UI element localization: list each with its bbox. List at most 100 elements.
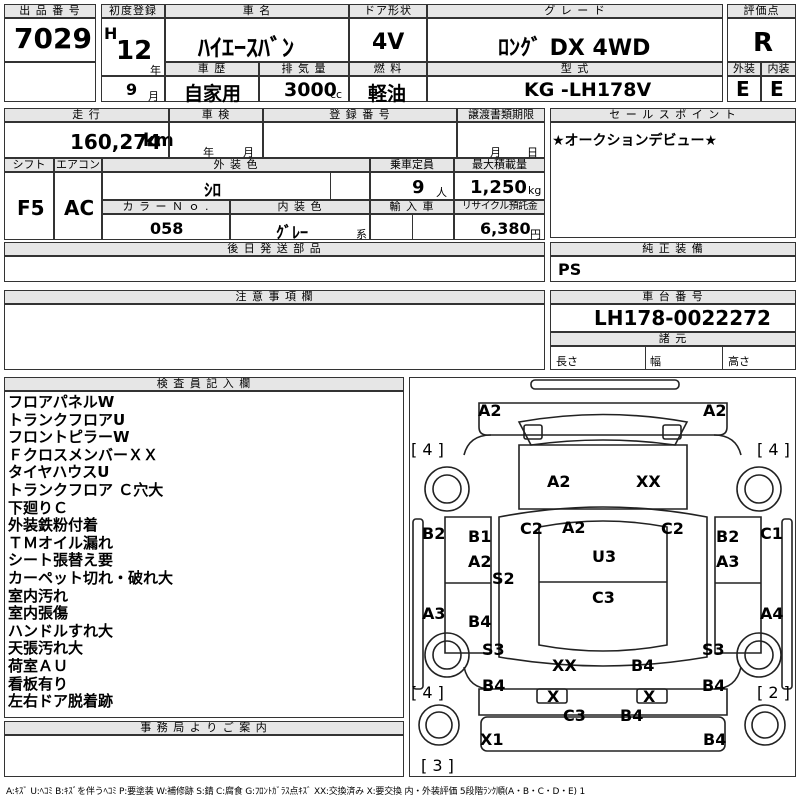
interior-grade: E	[770, 77, 784, 101]
rear-lamp-right-shape	[636, 688, 668, 704]
ext-color-subbox	[330, 172, 370, 200]
rear-body-shape	[478, 688, 728, 716]
side-number-right-bottom: [ 2 ]	[757, 683, 790, 702]
inspector-line: 下廻りＣ	[8, 498, 69, 517]
salespoint-label: セ ー ル ス ポ イ ン ト	[550, 108, 796, 122]
shift-box	[4, 172, 54, 240]
wheel-mid-right-inner-shape	[744, 640, 774, 670]
code-rear-left: B4	[482, 676, 506, 695]
int-color-box	[230, 214, 370, 240]
inspector-line: トランクフロアU	[8, 410, 126, 429]
code-step-left: S2	[492, 569, 515, 588]
code-rear-right: B4	[702, 676, 726, 695]
car-name-box	[165, 18, 349, 62]
code-rear-floor-right: B4	[631, 656, 655, 675]
code-door-right-front-out: C1	[760, 524, 783, 543]
ac-label: エアコン	[54, 158, 102, 172]
code-roof: U3	[592, 547, 617, 566]
lot-box	[4, 18, 96, 62]
lot-blank-box	[4, 62, 96, 102]
salespoint-text: ★オークションデビュー★	[552, 133, 718, 149]
model-box	[427, 76, 723, 102]
first-reg-year: 12	[116, 36, 153, 66]
code-rear-floor-left: XX	[552, 656, 577, 675]
wheel-rear-right-inner-shape	[751, 711, 779, 739]
capacity-box	[370, 172, 454, 200]
inspector-line: シート張替え要	[8, 551, 114, 570]
history-box	[165, 76, 259, 102]
shift-label: シフト	[4, 158, 54, 172]
code-door-left-front-out: B2	[422, 524, 446, 543]
inspector-line: ハンドルすれ大	[8, 621, 114, 640]
grade-label: グ レ ー ド	[427, 4, 723, 18]
model-code: KG -LH178V	[524, 79, 652, 101]
wheel-rear-right-shape	[744, 704, 786, 746]
chassis-label: 車 台 番 号	[550, 290, 796, 304]
recycle-box	[454, 214, 545, 240]
right-side-shape	[714, 516, 762, 654]
displacement-unit: cc	[330, 88, 343, 101]
first-reg-box	[101, 18, 165, 76]
mileage-label: 走 行	[4, 108, 169, 122]
code-rear-bumper-right: B4	[703, 730, 727, 749]
code-door-left-front-in: B1	[468, 527, 492, 546]
wheel-front-left-inner-shape	[432, 474, 462, 504]
transfer-box	[457, 122, 545, 158]
regno-box	[263, 122, 457, 158]
displacement-box	[259, 76, 349, 102]
front-body-shape	[478, 402, 728, 436]
office-box	[4, 735, 404, 777]
rear-wheel-arches-shape	[463, 666, 742, 690]
recycle: 6,380	[480, 219, 531, 238]
side-number-right-top: [ 4 ]	[757, 440, 790, 459]
code-pillar-left: C2	[520, 519, 543, 538]
inspection-label: 車 検	[169, 108, 263, 122]
exterior-box	[727, 76, 761, 102]
import-label: 輸 入 車	[370, 200, 454, 214]
inspector-line: ＴＭオイル漏れ	[8, 533, 114, 552]
inspection-month-unit: 月	[243, 146, 254, 159]
code-bumper-c3: C3	[563, 706, 586, 725]
regno-label: 登 録 番 号	[263, 108, 457, 122]
mileage-box	[4, 122, 169, 158]
door-label: ドア形状	[349, 4, 427, 18]
inspector-line: ＦクロスメンバーＸＸ	[8, 445, 159, 464]
office-label: 事 務 局 よ り ご 案 内	[4, 721, 404, 735]
maxload-unit: kg	[528, 184, 542, 197]
rear-number: [ 3 ]	[421, 756, 454, 775]
car-name: ﾊｲｴｰｽﾊﾞﾝ	[198, 34, 294, 62]
ext-color: ｼﾛ	[204, 181, 221, 201]
diagram-box	[409, 377, 796, 777]
colorno-box	[102, 214, 230, 240]
roof-shape	[538, 520, 668, 652]
side-step-right-shape	[781, 518, 793, 690]
side-number-left-bottom: [ 4 ]	[411, 683, 444, 702]
inspector-line: 室内張傷	[8, 604, 69, 623]
inspector-line: タイヤハウスU	[8, 463, 110, 482]
wheel-mid-left-shape	[424, 632, 470, 678]
code-pillar-right: C2	[661, 519, 684, 538]
specs-label: 諸 元	[550, 332, 796, 346]
fuel: 軽油	[368, 83, 407, 105]
first-reg-label: 初度登録	[101, 4, 165, 18]
maxload-label: 最大積載量	[454, 158, 545, 172]
inspector-line: 看板有り	[8, 674, 69, 693]
lot-number: 7029	[14, 22, 92, 55]
history: 自家用	[184, 83, 242, 105]
interior-box	[761, 76, 796, 102]
genuine-box	[550, 256, 796, 282]
code-front-right: A2	[703, 401, 727, 420]
model-label: 型 式	[427, 62, 723, 76]
front-wheel-arches-shape	[463, 434, 742, 456]
windshield-outline-shape	[517, 413, 689, 446]
score: R	[753, 28, 774, 58]
wheel-mid-right-shape	[736, 632, 782, 678]
genuine-equipment: PS	[558, 260, 582, 279]
inspector-line: 室内汚れ	[8, 586, 69, 605]
hood-shape	[518, 444, 688, 510]
month-box	[101, 76, 165, 102]
code-lamp-right: X	[643, 687, 656, 706]
transfer-month-unit: 月	[490, 146, 501, 159]
specs-width-box	[645, 346, 723, 370]
inspector-line: 左右ドア脱着跡	[8, 692, 114, 711]
